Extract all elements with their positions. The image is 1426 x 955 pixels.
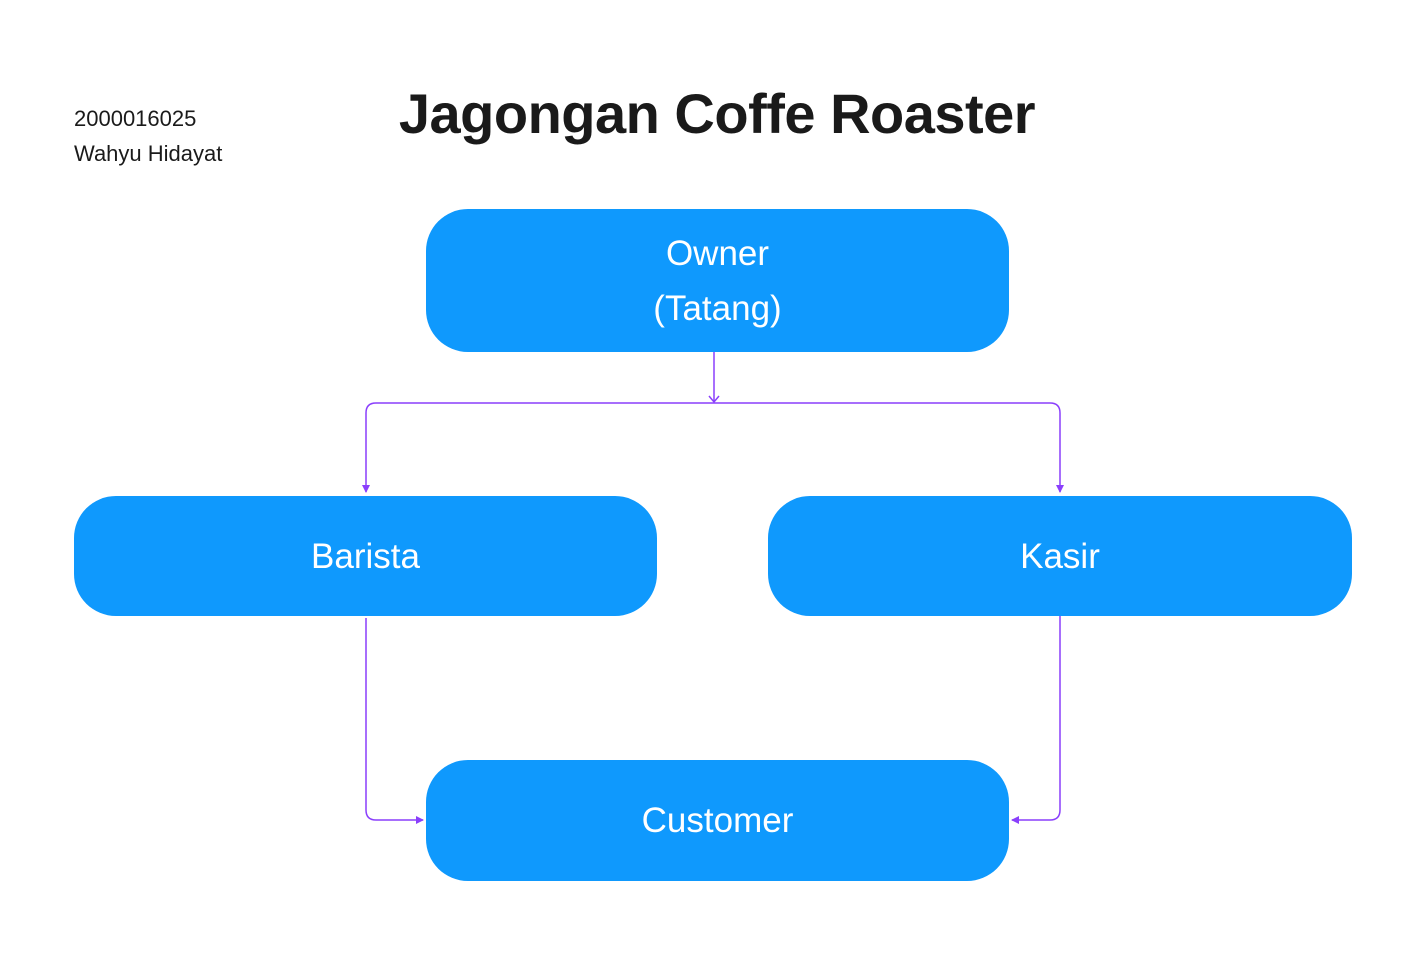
node-kasir-label: Kasir xyxy=(1020,536,1100,576)
node-owner-role: Owner xyxy=(665,233,770,273)
connector-kasir-customer xyxy=(1011,616,1061,824)
node-customer-label: Customer xyxy=(641,801,794,840)
node-customer: Customer xyxy=(426,760,1009,881)
connector-barista-customer xyxy=(365,618,424,824)
node-owner: Owner (Tatang) xyxy=(426,209,1009,352)
diagram-title: Jagongan Coffe Roaster xyxy=(398,82,1036,145)
student-id: 2000016025 xyxy=(74,106,197,131)
student-name: Wahyu Hidayat xyxy=(74,141,223,166)
node-owner-person: (Tatang) xyxy=(653,288,782,328)
connector-owner-trunk-tick xyxy=(708,395,720,404)
node-barista-label: Barista xyxy=(311,536,420,576)
connector-owner-kasir xyxy=(714,402,1064,493)
node-kasir: Kasir xyxy=(768,496,1352,616)
node-barista: Barista xyxy=(74,496,657,616)
connector-owner-barista xyxy=(362,402,714,493)
